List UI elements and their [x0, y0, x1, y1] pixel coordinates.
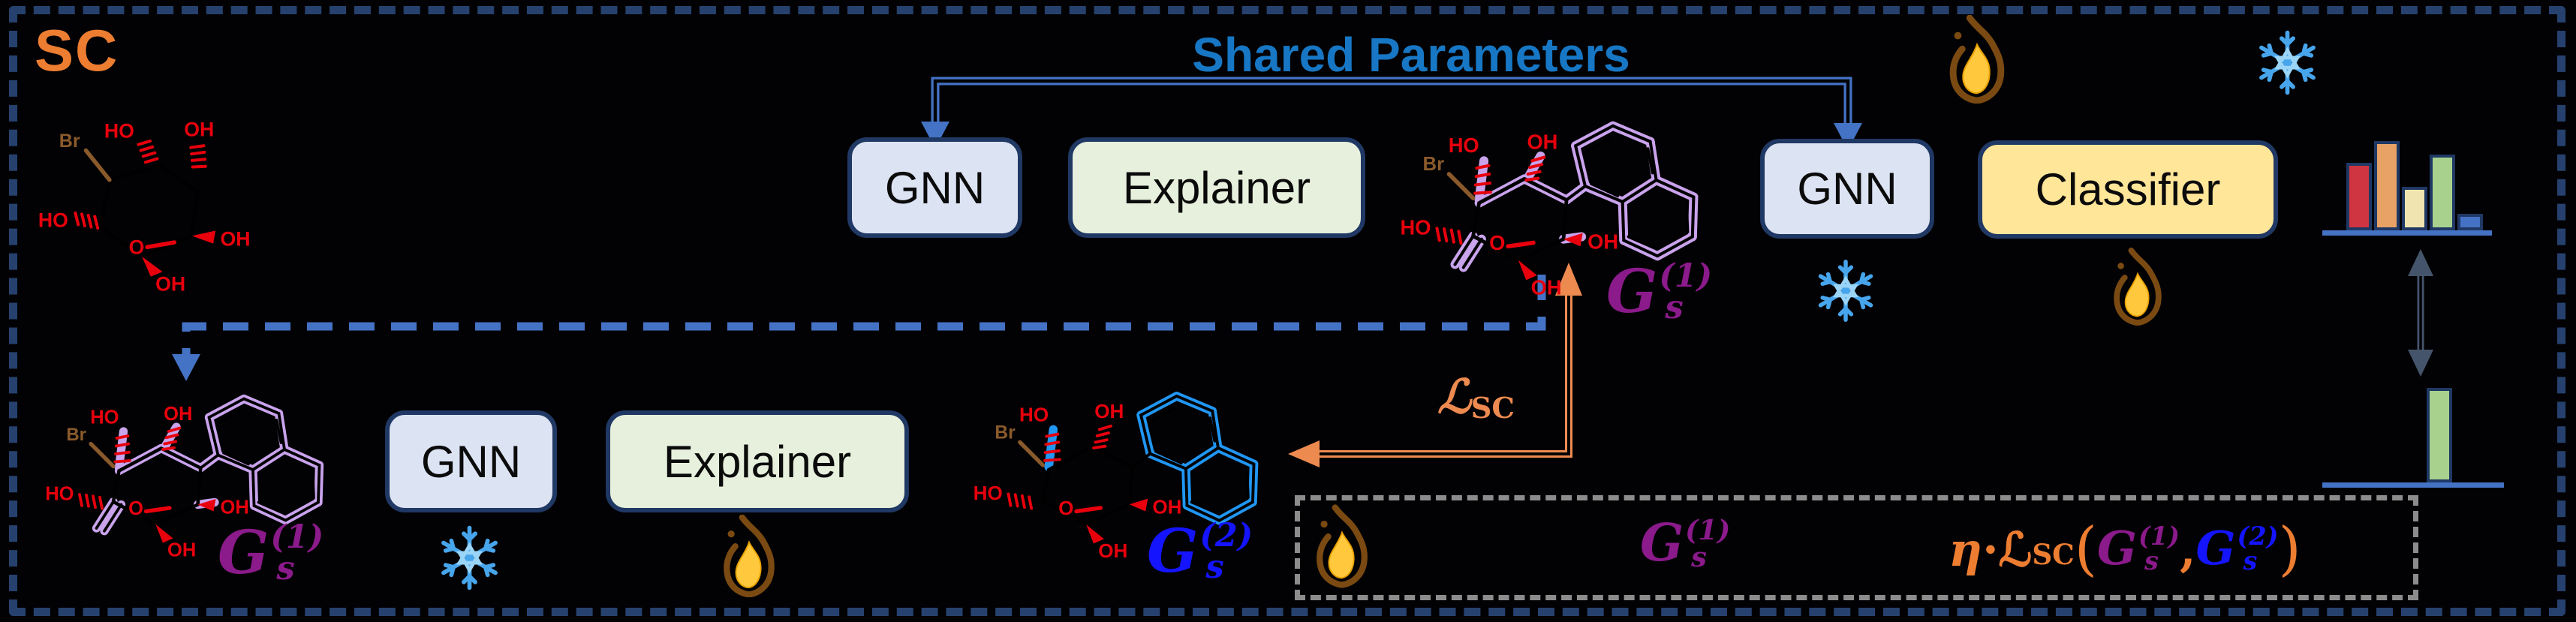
bar [2346, 163, 2372, 230]
chart-axis [2322, 482, 2504, 488]
gnn-label: GNN [1797, 164, 1897, 214]
atom-label-o: O [128, 498, 143, 519]
dot-operator: · [1982, 521, 1999, 577]
gnn-label: GNN [420, 436, 522, 487]
atom-label-oh: OH [155, 272, 185, 292]
atom-label-oh: OH [221, 497, 249, 518]
objective-formula: η · ℒ SC ( G (1)s , G (2)s ) [1949, 509, 2301, 590]
chart-axis [2322, 230, 2492, 236]
input-molecule: Br HO OH HO O OH OH [38, 119, 251, 292]
atom-label-oh: OH [1527, 130, 1557, 153]
loss-symbol: ℒ [1998, 521, 2033, 577]
gnn-label: GNN [884, 162, 986, 213]
sc-loss-label: ℒSC [1437, 369, 1515, 425]
atom-label-oh: OH [221, 228, 251, 251]
atom-label-ho: HO [38, 209, 68, 232]
atom-label-ho: HO [1449, 134, 1479, 157]
explainer-box-top: Explainer [1068, 137, 1365, 238]
g1-label-objective: G (1)s [1640, 513, 1731, 573]
g1-arg: G (1)s [2097, 521, 2180, 576]
atom-label-br: Br [1423, 154, 1445, 175]
snowflake-icon [2252, 23, 2323, 103]
g2-arg: G (2)s [2195, 521, 2279, 576]
bar [2374, 141, 2400, 230]
atom-label-br: Br [66, 425, 86, 445]
atom-label-ho: HO [45, 484, 74, 505]
class-probability-chart [2346, 135, 2493, 230]
gnn-box-top: GNN [847, 137, 1022, 238]
blue-subgraph-highlight [1044, 392, 1259, 525]
g2-label: G (2)s [1147, 515, 1253, 586]
classifier-box: Classifier [1978, 140, 2278, 239]
fire-icon [1308, 504, 1377, 588]
bar [2427, 388, 2452, 482]
atom-label-ho: HO [1400, 215, 1431, 239]
bar [2457, 214, 2483, 230]
open-paren: ( [2074, 515, 2098, 583]
atom-label-oh: OH [1094, 400, 1124, 422]
explainer-label: Explainer [663, 436, 852, 487]
atom-label-oh: OH [1098, 539, 1127, 562]
atom-label-ho: HO [974, 482, 1003, 504]
snowflake-icon [1811, 251, 1880, 330]
comma: , [2179, 521, 2196, 577]
gnn-box-bottom: GNN [385, 410, 557, 512]
atom-label-br: Br [995, 423, 1016, 443]
atom-label-oh: OH [184, 119, 214, 141]
atom-label-oh: OH [1587, 230, 1618, 254]
atom-label-ho: HO [90, 407, 119, 428]
bar [2402, 187, 2427, 230]
shared-parameters-label: Shared Parameters [1192, 28, 1630, 82]
loss-subscript: SC [2032, 537, 2075, 571]
atom-label-o: O [1489, 231, 1505, 254]
g1-molecule-top: Br HO OH HO O OH OH [1400, 121, 1699, 299]
fire-icon [2105, 248, 2170, 326]
objective-box [1295, 495, 2418, 600]
eta-symbol: η [1949, 521, 1983, 577]
atom-label-br: Br [59, 131, 80, 152]
atom-label-o: O [129, 236, 145, 259]
snowflake-icon [434, 519, 505, 596]
g2-molecule: Br HO OH HO O OH OH [974, 392, 1259, 562]
atom-label-oh: OH [167, 540, 196, 561]
explainer-box-bottom: Explainer [606, 410, 909, 512]
explainer-label: Explainer [1122, 162, 1311, 213]
g1-molecule-bottom: Br HO OH HO O OH OH [45, 394, 324, 561]
classifier-label: Classifier [2035, 164, 2221, 215]
panel-dashed-border [9, 6, 2565, 616]
gnn-box-shared: GNN [1760, 139, 1934, 239]
g1-label-bottom: G (1)s [218, 517, 324, 587]
atom-label-o: O [1058, 497, 1073, 519]
atom-label-oh: OH [164, 404, 192, 425]
atom-label-oh: OH [1531, 276, 1562, 299]
fire-icon [715, 515, 784, 597]
g1-label-top: G (1)s [1606, 256, 1713, 326]
close-paren: ) [2278, 515, 2301, 583]
subgraph-prediction-chart [2427, 388, 2460, 482]
atom-label-ho: HO [1019, 404, 1049, 426]
atom-label-ho: HO [104, 119, 134, 142]
panel-title: SC [35, 17, 119, 83]
bar [2430, 155, 2455, 230]
fire-icon [1940, 15, 2015, 104]
atom-label-oh: OH [1152, 496, 1181, 518]
